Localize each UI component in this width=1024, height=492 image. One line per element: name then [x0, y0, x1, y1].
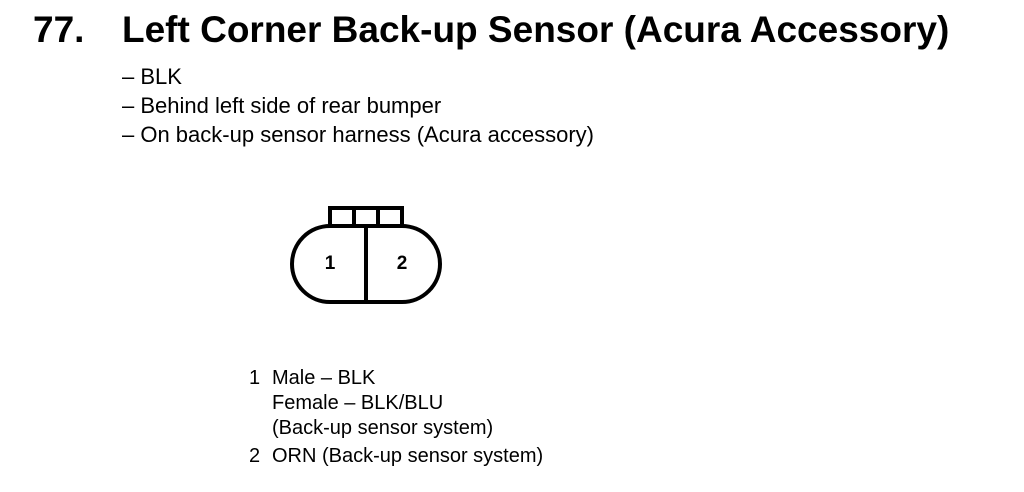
section-number: 77.	[33, 9, 85, 50]
pin-description-line: Male – BLK	[272, 367, 376, 389]
detail-color: – BLK	[122, 64, 182, 89]
pin-description-line: (Back-up sensor system)	[272, 417, 494, 439]
pin-row: 2 ORN (Back-up sensor system)	[249, 444, 543, 469]
pin-description-line: Female – BLK/BLU	[272, 392, 444, 414]
pin-1-label: 1	[325, 253, 336, 274]
connector-diagram: 1 2	[286, 204, 446, 308]
pin-list: 1 Male – BLK Female – BLK/BLU (Back-up s…	[249, 366, 543, 469]
pin-number: 1	[249, 367, 261, 389]
detail-location: – Behind left side of rear bumper	[122, 93, 442, 118]
pin-row: 1 Male – BLK Female – BLK/BLU (Back-up s…	[249, 366, 543, 441]
detail-harness: – On back-up sensor harness (Acura acces…	[122, 122, 594, 147]
section-title: Left Corner Back-up Sensor (Acura Access…	[122, 9, 950, 50]
section-heading: 77. Left Corner Back-up Sensor (Acura Ac…	[0, 0, 1024, 60]
pin-number: 2	[249, 445, 261, 467]
pin-2-label: 2	[397, 253, 408, 274]
connector-details: – BLK – Behind left side of rear bumper …	[122, 62, 594, 149]
pin-description-line: ORN (Back-up sensor system)	[272, 445, 544, 467]
